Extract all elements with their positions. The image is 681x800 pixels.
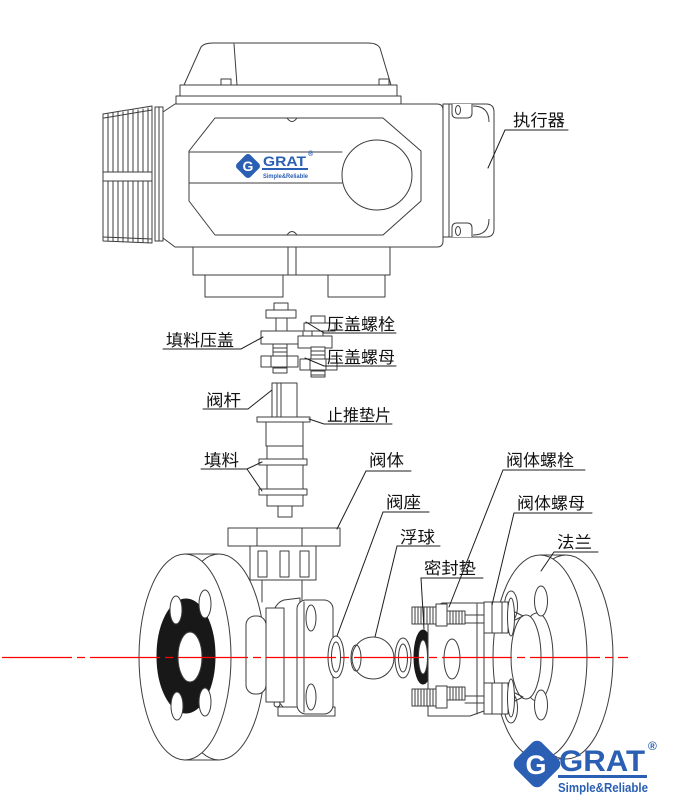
part-labels: 执行器 压盖螺栓 填料压盖 压盖螺母 阀杆 止推垫片 填料 阀体 阀座 浮球 密… bbox=[166, 111, 592, 578]
packing-gland-plate bbox=[260, 330, 304, 345]
body-nuts bbox=[483, 597, 524, 718]
stem-leader bbox=[202, 389, 273, 410]
label-valve-body: 阀体 bbox=[369, 451, 405, 470]
logo-diamond-small bbox=[236, 154, 260, 178]
logo-diamond-large bbox=[513, 740, 561, 788]
actuator-top-plate bbox=[179, 84, 398, 97]
logo-brand-small: GRAT bbox=[263, 153, 306, 169]
thrust-washer bbox=[256, 416, 311, 423]
footer-logo: G GRAT ® Simple&Reliable bbox=[513, 739, 657, 795]
packing-ring-lower bbox=[258, 488, 308, 496]
valve-stem bbox=[271, 382, 298, 419]
label-seal-gasket: 密封垫 bbox=[424, 559, 477, 578]
body-hub bbox=[245, 615, 267, 695]
gland-bolt-left bbox=[265, 309, 297, 319]
label-flange: 法兰 bbox=[557, 533, 592, 552]
thrust-washer-leader bbox=[308, 418, 393, 425]
label-actuator: 执行器 bbox=[513, 111, 566, 130]
actuator-drawing: G GRAT ® Simple&Reliable bbox=[102, 42, 495, 298]
seal-gasket-leader bbox=[420, 577, 484, 630]
leader-lines bbox=[162, 129, 599, 638]
valve-seat-leader bbox=[336, 511, 430, 637]
trim-parts bbox=[327, 602, 485, 717]
actuator-connector bbox=[442, 103, 495, 238]
gland-nut-right bbox=[299, 358, 338, 371]
label-floating-ball: 浮球 bbox=[400, 528, 436, 547]
label-gland-bolt: 压盖螺栓 bbox=[327, 315, 395, 334]
bonnet-plate bbox=[227, 527, 341, 547]
actuator-bracket bbox=[192, 246, 391, 276]
valve-body-leader bbox=[336, 470, 412, 530]
logo-tagline-large: Simple&Reliable bbox=[558, 780, 648, 795]
floating-ball-leader bbox=[374, 545, 441, 638]
logo-monogram-small: G bbox=[243, 158, 254, 174]
label-stem: 阀杆 bbox=[206, 391, 241, 410]
label-packing: 填料 bbox=[204, 451, 239, 470]
logo-tagline-small: Simple&Reliable bbox=[263, 173, 308, 180]
actuator-fins bbox=[102, 105, 164, 244]
label-gland-nut: 压盖螺母 bbox=[327, 348, 395, 367]
body-nut-leader bbox=[491, 512, 593, 606]
label-thrust-washer: 止推垫片 bbox=[327, 406, 391, 425]
stem-packing-assembly bbox=[256, 382, 311, 518]
body-nut-top bbox=[483, 601, 509, 634]
logo-registered-large: ® bbox=[648, 739, 657, 753]
label-body-nut: 阀体螺母 bbox=[517, 494, 585, 513]
actuator-face-plate bbox=[188, 117, 422, 236]
logo-monogram-large: G bbox=[525, 750, 546, 780]
actuator-logo: G GRAT ® Simple&Reliable bbox=[236, 150, 314, 180]
packing-gland-assembly bbox=[260, 302, 338, 378]
actuator-top-cover bbox=[183, 42, 392, 86]
packing-ring-upper bbox=[258, 458, 308, 466]
packing-gland-leader bbox=[162, 336, 264, 350]
logo-registered-small: ® bbox=[308, 150, 314, 158]
actuator-dial-circle bbox=[341, 139, 413, 211]
gland-nut-leader bbox=[304, 357, 397, 367]
logo-brand-large: GRAT bbox=[559, 745, 645, 778]
body-nut-bottom bbox=[483, 682, 509, 715]
flange-leader bbox=[540, 551, 599, 572]
gland-bolt-leader bbox=[305, 321, 397, 334]
gland-nut-left bbox=[260, 355, 299, 368]
label-body-bolt: 阀体螺栓 bbox=[506, 451, 574, 470]
body-bolt-leader bbox=[448, 469, 586, 608]
label-packing-gland: 填料压盖 bbox=[166, 331, 234, 350]
packing-leader bbox=[200, 461, 263, 492]
actuator-leader bbox=[487, 129, 569, 169]
label-valve-seat: 阀座 bbox=[386, 493, 421, 512]
